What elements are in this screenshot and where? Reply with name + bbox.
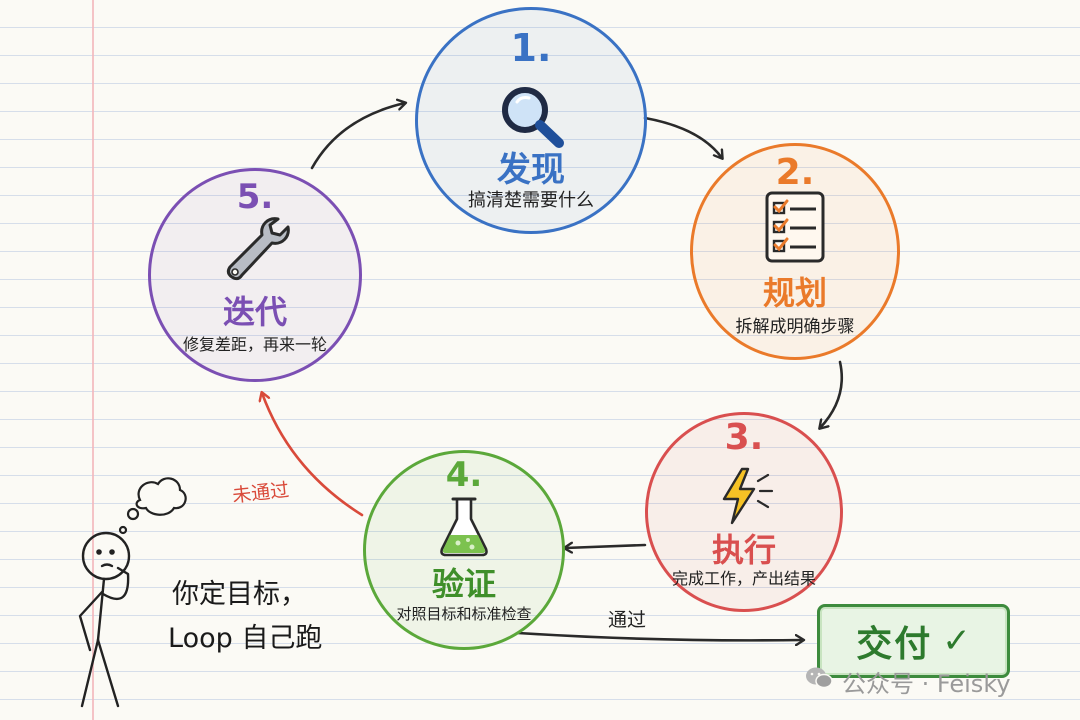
step-title: 验证 (431, 565, 496, 603)
wrench-icon (218, 213, 292, 287)
person-caption-line-1: 你定目标， (172, 579, 307, 610)
arrow-verify-to-iterate-fail (262, 393, 364, 517)
watermark-text: 公众号 · Feisky (842, 669, 1011, 698)
step-title: 执行 (711, 531, 776, 569)
arrow-discover-to-plan (643, 116, 722, 158)
notebook-margin-line (92, 0, 94, 720)
wechat-icon (804, 665, 834, 697)
step-number: 5. (236, 177, 274, 217)
lightning-icon (712, 467, 776, 525)
watermark: 公众号 · Feisky (804, 664, 1011, 698)
thought-bubble-icon (118, 477, 187, 535)
step-number: 4. (445, 455, 483, 495)
step-execute-node: 3. 执行 完成工作，产出结果 (645, 412, 843, 612)
deliver-box: 交付 ✓ (817, 604, 1010, 678)
deliver-label: 交付 (856, 624, 933, 665)
arrow-verify-to-deliver-pass (516, 631, 803, 640)
magnifier-icon (491, 80, 571, 150)
step-description: 修复差距，再来一轮 (182, 335, 327, 354)
step-description: 对照目标和标准检查 (396, 605, 532, 623)
step-description: 搞清楚需要什么 (468, 190, 594, 211)
step-description: 拆解成明确步骤 (735, 317, 855, 337)
thinking-stick-figure (78, 531, 131, 708)
step-number: 2. (775, 152, 815, 193)
arrow-execute-to-verify (565, 545, 647, 548)
flask-icon (436, 495, 492, 559)
step-number: 1. (510, 26, 552, 70)
checklist-icon (764, 190, 826, 264)
step-title: 发现 (497, 150, 565, 190)
step-title: 迭代 (222, 293, 287, 331)
step-discover-node: 1. 发现 搞清楚需要什么 (415, 7, 647, 234)
arrow-plan-to-execute (820, 360, 844, 428)
person-caption-line-2: Loop 自己跑 (168, 623, 323, 654)
step-title: 规划 (762, 274, 827, 312)
step-description: 完成工作，产出结果 (671, 569, 816, 588)
step-number: 3. (724, 417, 764, 458)
arrow-iterate-to-discover (310, 103, 405, 170)
step-verify-node: 4. 验证 对照目标和标准检查 (363, 450, 565, 650)
step-iterate-node: 5. 迭代 修复差距，再来一轮 (148, 168, 362, 382)
pass-label: 通过 (608, 609, 647, 631)
step-plan-node: 2. 规划 拆解成明确步骤 (690, 143, 900, 360)
checkmark-icon: ✓ (942, 621, 971, 661)
